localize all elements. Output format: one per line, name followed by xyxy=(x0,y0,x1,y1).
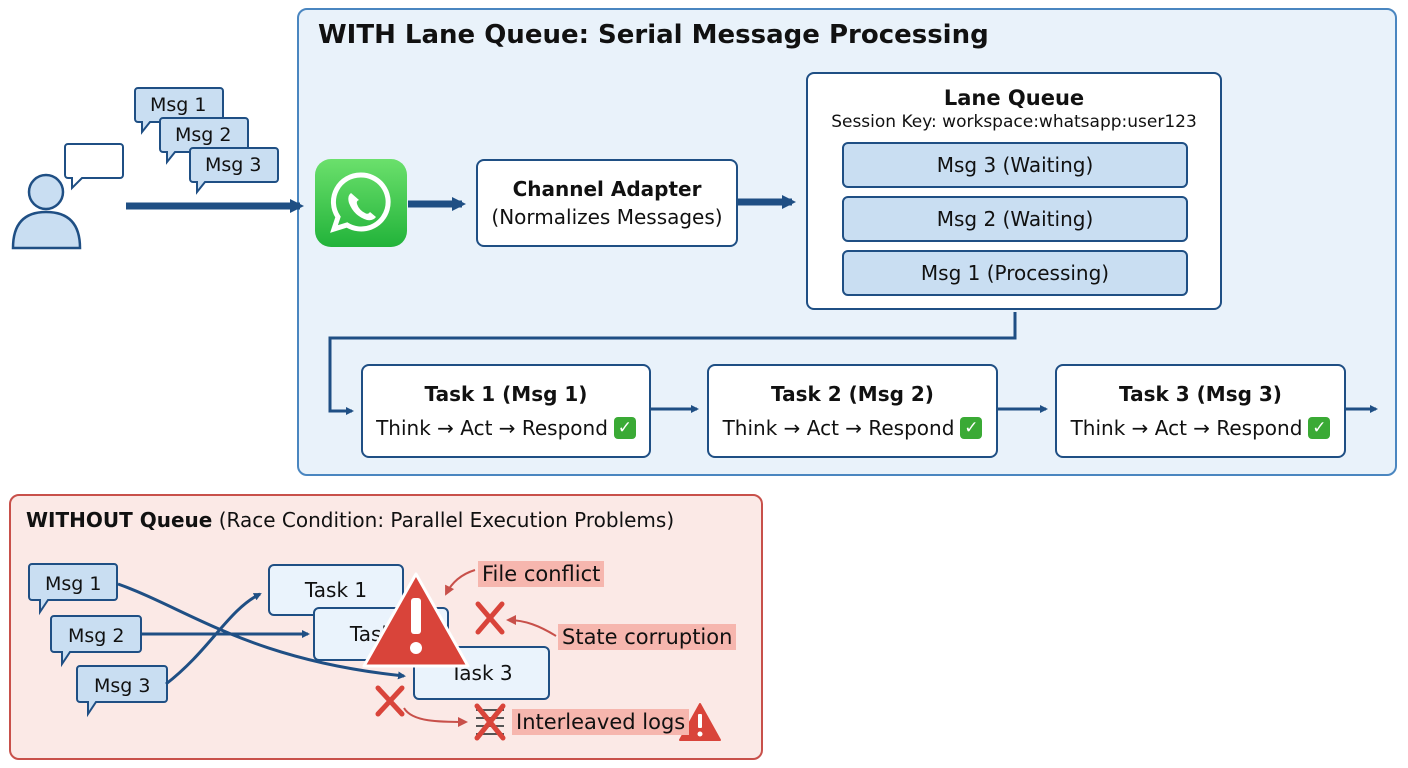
task-3-flow: Think → Act → Respond xyxy=(1070,416,1303,440)
without-queue-title: WITHOUT Queue (Race Condition: Parallel … xyxy=(26,508,674,532)
task-2-title: Task 2 (Msg 2) xyxy=(771,382,934,406)
interleaved-logs-label: Interleaved logs xyxy=(512,709,690,735)
race-msg-3-label: Msg 3 xyxy=(94,675,151,697)
race-msg-2-label: Msg 2 xyxy=(68,625,125,647)
task-1-flow-row: Think → Act → Respond✓ xyxy=(376,416,636,440)
check-mark-icon: ✓ xyxy=(960,417,983,439)
file-conflict-arrow xyxy=(445,569,476,596)
queue-slot-1: Msg 3 (Waiting) xyxy=(842,142,1188,188)
without-queue-title-bold: WITHOUT Queue xyxy=(26,508,213,532)
with-queue-title: WITH Lane Queue: Serial Message Processi… xyxy=(318,20,989,50)
state-corruption-arrow xyxy=(506,615,557,637)
msg3-to-task1-line xyxy=(165,592,262,686)
task-1-title: Task 1 (Msg 1) xyxy=(424,382,588,406)
cross-lines-icon-logs xyxy=(474,703,506,741)
channel-adapter-subtitle: (Normalizes Messages) xyxy=(491,205,723,229)
channel-adapter-box: Channel Adapter (Normalizes Messages) xyxy=(476,159,738,247)
file-conflict-label: File conflict xyxy=(478,561,605,587)
task-2-box: Task 2 (Msg 2) Think → Act → Respond✓ xyxy=(707,364,998,458)
state-corruption-label: State corruption xyxy=(558,624,737,650)
task-1-box: Task 1 (Msg 1) Think → Act → Respond✓ xyxy=(361,364,651,458)
race-message-bubble-1 xyxy=(28,563,118,616)
incoming-msg-1-label: Msg 1 xyxy=(150,94,207,116)
speech-bubble-icon xyxy=(64,143,124,191)
interleaved-logs-arrow xyxy=(403,707,468,727)
cross-mark-icon-logs xyxy=(375,685,405,717)
task-2-flow-row: Think → Act → Respond✓ xyxy=(723,416,983,440)
race-task-1-label: Task 1 xyxy=(304,578,368,602)
race-task-2-label: Task 2 xyxy=(349,622,413,646)
incoming-msg-2-label: Msg 2 xyxy=(175,124,232,146)
lane-queue-box: Lane Queue Session Key: workspace:whatsa… xyxy=(806,72,1222,310)
race-task-3-label: Task 3 xyxy=(450,661,513,685)
race-message-bubble-3 xyxy=(76,665,168,718)
incoming-msg-3-label: Msg 3 xyxy=(205,154,262,176)
whatsapp-icon xyxy=(315,159,407,247)
queue-slot-2: Msg 2 (Waiting) xyxy=(842,196,1188,242)
channel-adapter-title: Channel Adapter xyxy=(512,177,702,201)
task-3-box: Task 3 (Msg 3) Think → Act → Respond✓ xyxy=(1055,364,1346,458)
check-mark-icon: ✓ xyxy=(613,417,636,439)
race-message-bubble-2 xyxy=(50,615,142,668)
task-1-flow: Think → Act → Respond xyxy=(376,416,608,440)
lane-queue-title: Lane Queue xyxy=(943,86,1085,110)
task-3-flow-row: Think → Act → Respond✓ xyxy=(1071,416,1331,440)
session-key-label: Session Key: workspace:whatsapp:user123 xyxy=(831,112,1197,132)
task-2-flow: Think → Act → Respond xyxy=(722,416,955,440)
without-queue-title-rest: (Race Condition: Parallel Execution Prob… xyxy=(212,508,675,532)
race-task-3-box: Task 3 xyxy=(413,646,550,700)
queue-to-task1-arrow xyxy=(328,312,1017,415)
task-3-title: Task 3 (Msg 3) xyxy=(1119,382,1282,406)
cross-mark-icon-state xyxy=(475,601,505,635)
message-bubble-3 xyxy=(189,147,279,195)
queue-slot-3: Msg 1 (Processing) xyxy=(842,250,1188,296)
check-mark-icon: ✓ xyxy=(1308,417,1331,439)
race-msg-1-label: Msg 1 xyxy=(45,573,102,595)
user-icon xyxy=(11,173,82,250)
